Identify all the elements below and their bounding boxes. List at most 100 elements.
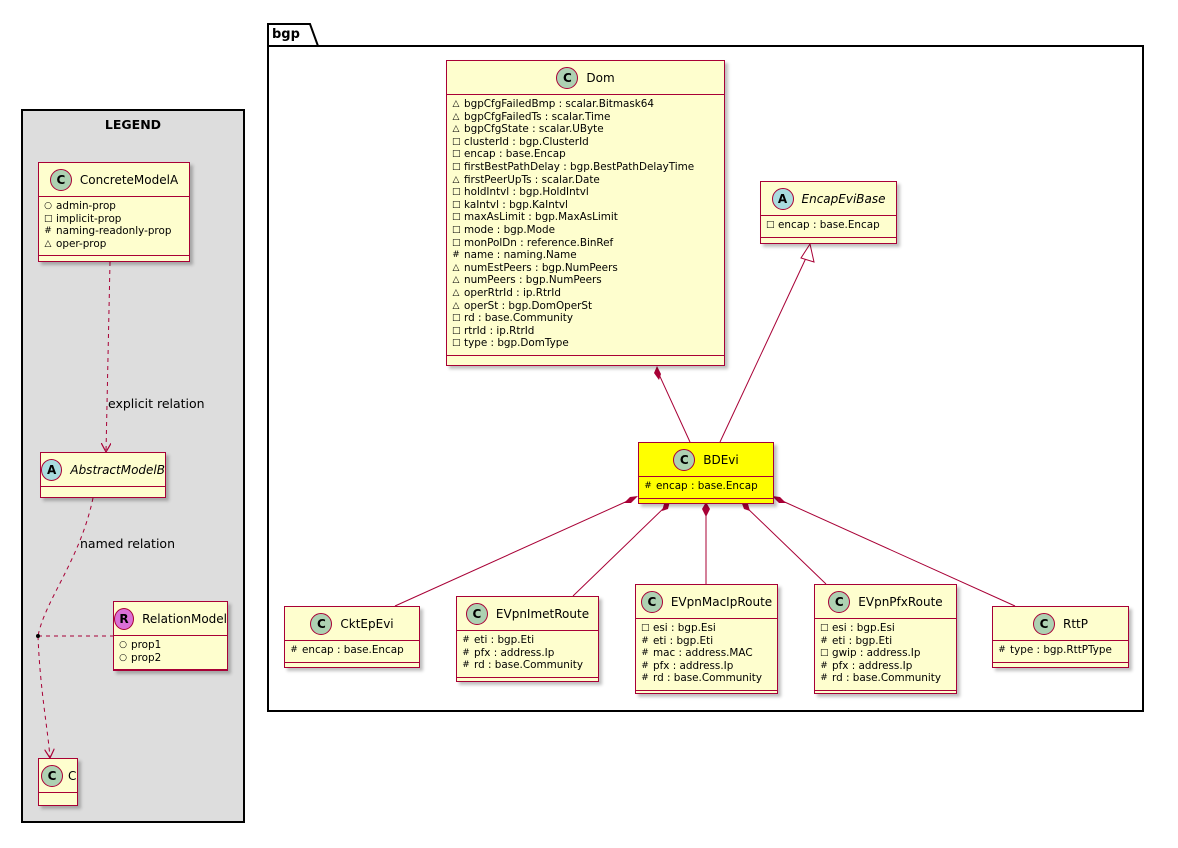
- attribute: #type : bgp.RttPType: [998, 644, 1112, 656]
- attribute-list: □encap : base.Encap: [761, 216, 896, 238]
- package-icon: △: [452, 174, 460, 185]
- attribute: #pfx : address.Ip: [462, 646, 555, 659]
- attribute: ○admin-prop: [44, 200, 116, 212]
- private-icon: □: [452, 313, 461, 324]
- legend-abstract-model[interactable]: A AbstractModelB: [40, 452, 166, 498]
- protected-icon: #: [998, 645, 1006, 655]
- class-header: C EVpnPfxRoute: [815, 585, 956, 619]
- attribute: △operRtrId : ip.RtrId: [452, 286, 561, 299]
- attribute: #mac : address.MAC: [641, 647, 753, 660]
- package-icon: △: [44, 238, 52, 249]
- protected-icon: #: [290, 645, 298, 655]
- class-c-icon: C: [556, 66, 579, 89]
- attribute-list: △bgpCfgFailedBmp : scalar.Bitmask64 △bgp…: [447, 95, 724, 356]
- package-icon: △: [452, 99, 460, 109]
- class-evpn-mac-ip-route[interactable]: C EVpnMacIpRoute □esi : bgp.Esi #eti : b…: [635, 584, 778, 694]
- attribute: □gwip : address.Ip: [820, 647, 921, 660]
- attribute: △numPeers : bgp.NumPeers: [452, 274, 602, 287]
- protected-icon: #: [641, 660, 649, 671]
- class-name: RttP: [1063, 616, 1088, 631]
- class-encap-evi-base[interactable]: A EncapEviBase □encap : base.Encap: [760, 181, 897, 244]
- private-icon: □: [44, 213, 53, 224]
- private-icon: □: [766, 220, 775, 230]
- attribute: △oper-prop: [44, 237, 107, 250]
- class-name: EVpnPfxRoute: [858, 594, 943, 609]
- legend-c-model[interactable]: C C: [38, 758, 78, 806]
- attribute: #rd : base.Community: [820, 672, 941, 685]
- attribute: #pfx : address.Ip: [641, 659, 734, 672]
- class-rtt-p[interactable]: C RttP #type : bgp.RttPType: [992, 606, 1129, 668]
- private-icon: □: [452, 224, 461, 235]
- attribute: □firstBestPathDelay : bgp.BestPathDelayT…: [452, 160, 695, 173]
- class-dom[interactable]: C Dom △bgpCfgFailedBmp : scalar.Bitmask6…: [446, 60, 725, 366]
- attribute: #encap : base.Encap: [290, 644, 404, 656]
- attribute: □maxAsLimit : bgp.MaxAsLimit: [452, 211, 618, 224]
- private-icon: □: [452, 237, 461, 248]
- class-name: Dom: [586, 70, 615, 85]
- attribute-list: □esi : bgp.Esi #eti : bgp.Eti #mac : add…: [636, 619, 777, 691]
- attribute: △bgpCfgFailedBmp : scalar.Bitmask64: [452, 98, 654, 110]
- class-c-icon: C: [1033, 612, 1055, 635]
- legend-concrete-model[interactable]: C ConcreteModelA ○admin-prop □implicit-p…: [38, 162, 190, 262]
- package-tab: [267, 23, 319, 47]
- attribute: #pfx : address.Ip: [820, 659, 913, 672]
- class-header: C RttP: [993, 607, 1128, 641]
- attribute-list: #encap : base.Encap: [285, 641, 419, 663]
- abstract-a-icon: A: [771, 187, 794, 210]
- package-icon: △: [452, 275, 460, 286]
- class-name: RelationModel: [142, 611, 227, 626]
- attribute: □esi : bgp.Esi: [820, 622, 895, 634]
- protected-icon: #: [452, 250, 460, 261]
- class-header: C ConcreteModelA: [39, 163, 189, 197]
- protected-icon: #: [462, 660, 470, 671]
- attribute: #encap : base.Encap: [644, 480, 758, 492]
- private-icon: □: [452, 136, 461, 147]
- attribute: △numEstPeers : bgp.NumPeers: [452, 261, 618, 274]
- attribute: □implicit-prop: [44, 212, 122, 225]
- relation-r-icon: R: [114, 607, 135, 630]
- attribute: □clusterId : bgp.ClusterId: [452, 135, 589, 148]
- class-name: EVpnMacIpRoute: [670, 594, 773, 609]
- attribute: △bgpCfgState : scalar.UByte: [452, 123, 604, 136]
- class-header: C EVpnImetRoute: [457, 597, 598, 631]
- private-icon: □: [452, 161, 461, 172]
- attribute: □kaIntvl : bgp.KaIntvl: [452, 198, 568, 211]
- attribute: □type : bgp.DomType: [452, 337, 569, 350]
- attribute: □monPolDn : reference.BinRef: [452, 236, 614, 249]
- attribute-list: □esi : bgp.Esi #eti : bgp.Eti □gwip : ad…: [815, 619, 956, 691]
- protected-icon: #: [641, 635, 649, 646]
- class-name: ConcreteModelA: [79, 172, 179, 187]
- named-relation-label: named relation: [80, 536, 175, 551]
- class-evpn-pfx-route[interactable]: C EVpnPfxRoute □esi : bgp.Esi #eti : bgp…: [814, 584, 957, 694]
- attribute-list: #eti : bgp.Eti #pfx : address.Ip #rd : b…: [457, 631, 598, 678]
- protected-icon: #: [820, 673, 828, 684]
- attribute: #eti : bgp.Eti: [641, 634, 714, 647]
- class-c-icon: C: [673, 448, 696, 471]
- package-icon: △: [452, 111, 460, 122]
- package-icon: △: [452, 287, 460, 298]
- protected-icon: #: [820, 660, 828, 671]
- class-header: C Dom: [447, 61, 724, 95]
- attribute-list: ○prop1 ○prop2: [114, 636, 227, 671]
- class-bd-evi[interactable]: C BDEvi #encap : base.Encap: [638, 442, 774, 504]
- attribute: □encap : base.Encap: [452, 148, 566, 161]
- class-c-icon: C: [310, 612, 333, 635]
- class-name: CktEpEvi: [340, 616, 394, 631]
- class-name: BDEvi: [703, 452, 739, 467]
- class-ckt-ep-evi[interactable]: C CktEpEvi #encap : base.Encap: [284, 606, 420, 668]
- class-c-icon: C: [41, 764, 63, 787]
- private-icon: □: [452, 199, 461, 210]
- abstract-a-icon: A: [41, 458, 63, 481]
- protected-icon: #: [820, 635, 828, 646]
- class-header: A AbstractModelB: [41, 453, 165, 487]
- class-header: C BDEvi: [639, 443, 773, 477]
- attribute: △firstPeerUpTs : scalar.Date: [452, 173, 600, 186]
- private-icon: □: [452, 212, 461, 223]
- class-c-icon: C: [640, 590, 663, 613]
- public-icon: ○: [119, 640, 127, 650]
- class-c-icon: C: [49, 168, 72, 191]
- class-header: R RelationModel: [114, 602, 227, 636]
- legend-relation-model[interactable]: R RelationModel ○prop1 ○prop2: [113, 601, 228, 671]
- package-icon: △: [452, 262, 460, 273]
- class-evpn-imet-route[interactable]: C EVpnImetRoute #eti : bgp.Eti #pfx : ad…: [456, 596, 599, 682]
